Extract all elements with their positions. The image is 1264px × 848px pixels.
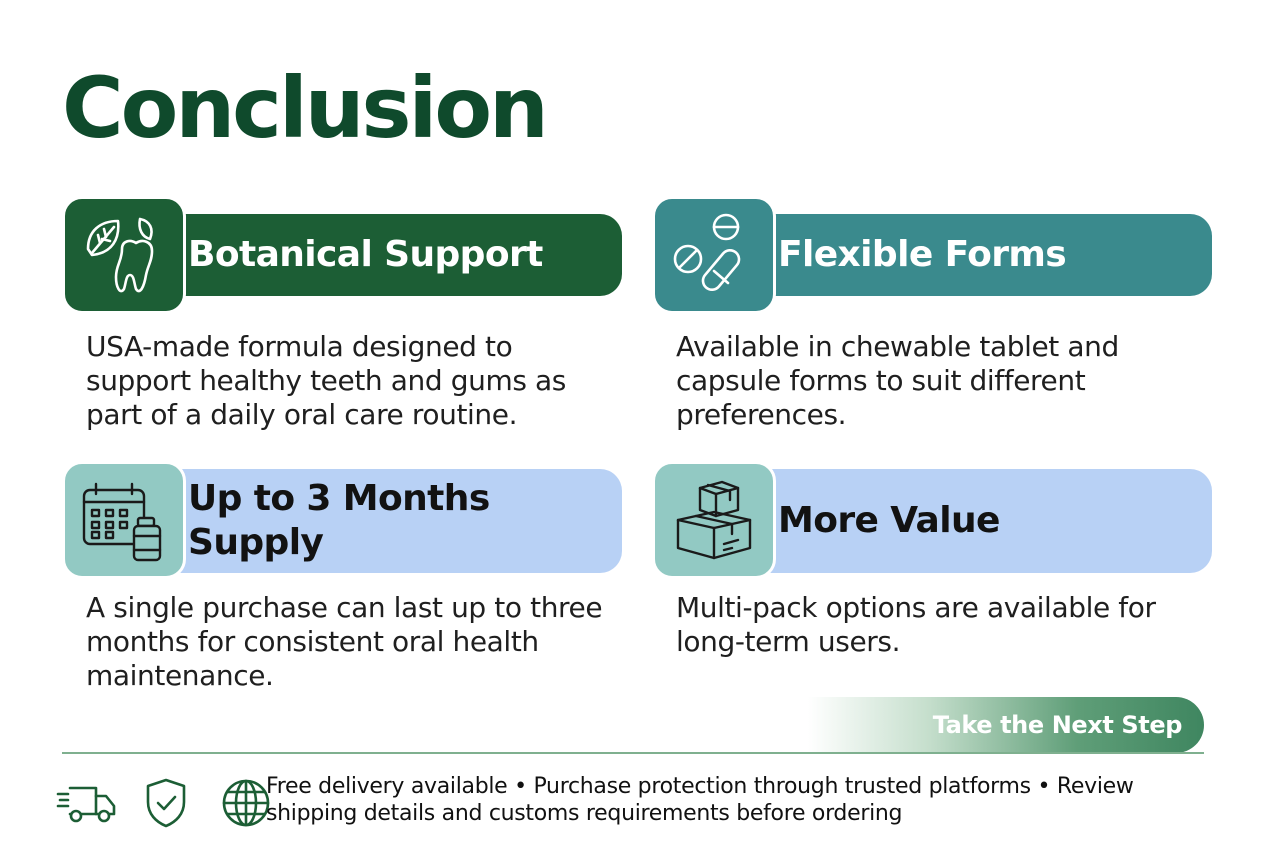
card-more-value: More Value Multi-pack options are availa…: [652, 461, 1212, 659]
footer-icons: [56, 776, 276, 830]
card-botanical-support: Botanical Support USA-made formula desig…: [62, 196, 622, 432]
card-heading-bar: Botanical Support: [142, 214, 622, 296]
card-description: A single purchase can last up to three m…: [86, 591, 603, 692]
card-header: Flexible Forms: [652, 196, 1212, 316]
boxes-icon: [652, 461, 776, 579]
globe-icon: [222, 779, 270, 827]
pills-icon: [652, 196, 776, 314]
card-flexible-forms: Flexible Forms Available in chewable tab…: [652, 196, 1212, 432]
card-description: USA-made formula designed to support hea…: [86, 330, 566, 431]
delivery-truck-icon: [56, 786, 116, 823]
calendar-bottle-icon: [62, 461, 186, 579]
card-heading: More Value: [778, 500, 1000, 542]
card-heading-bar: Up to 3 Months Supply: [142, 469, 622, 573]
card-heading-bar: More Value: [732, 469, 1212, 573]
take-next-step-button[interactable]: Take the Next Step: [808, 697, 1204, 753]
divider: [62, 752, 1204, 754]
card-heading: Up to 3 Months Supply: [188, 478, 490, 563]
card-header: More Value: [652, 461, 1212, 579]
card-heading: Botanical Support: [188, 234, 543, 276]
leaf-tooth-icon: [62, 196, 186, 314]
card-header: Botanical Support: [62, 196, 622, 316]
page-title: Conclusion: [62, 59, 549, 157]
shield-check-icon: [146, 778, 186, 828]
cta-label: Take the Next Step: [932, 711, 1183, 739]
card-supply: Up to 3 Months Supply A single purchase …: [62, 461, 622, 693]
card-description: Available in chewable tablet and capsule…: [676, 330, 1119, 431]
card-description: Multi-pack options are available for lon…: [676, 591, 1156, 658]
footer-text: Free delivery available • Purchase prote…: [266, 774, 1134, 826]
card-heading: Flexible Forms: [778, 234, 1067, 276]
card-heading-bar: Flexible Forms: [732, 214, 1212, 296]
card-header: Up to 3 Months Supply: [62, 461, 622, 579]
